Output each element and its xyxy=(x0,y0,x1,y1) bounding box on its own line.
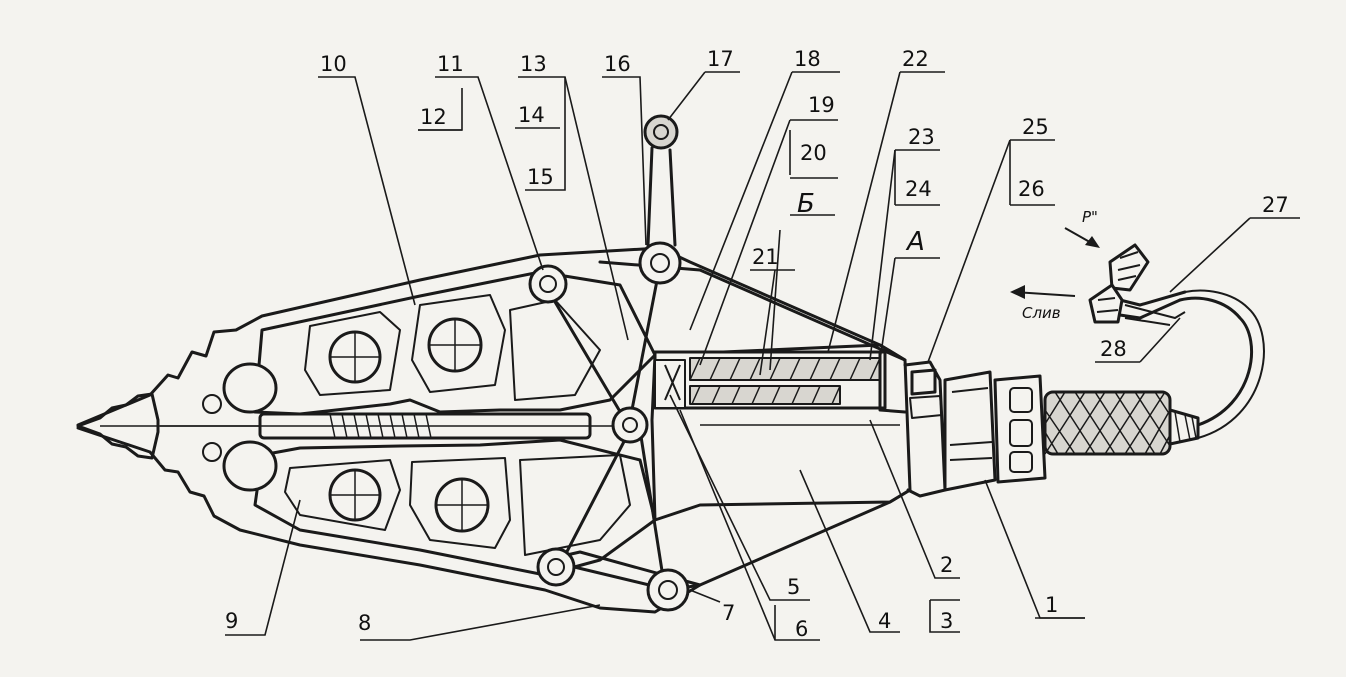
cap-fitting xyxy=(910,368,937,396)
lower-link xyxy=(558,428,632,567)
label-9: 9 xyxy=(225,609,238,633)
upper-link-2 xyxy=(628,263,662,422)
label-15: 15 xyxy=(527,165,554,189)
jaw-lower-hole xyxy=(202,442,222,462)
label-17: 17 xyxy=(707,47,734,71)
hatch-top xyxy=(689,357,881,381)
lower-arm-rib-2 xyxy=(409,457,511,549)
spreader-body xyxy=(76,241,912,614)
grip-end xyxy=(1168,408,1200,446)
label-27: 27 xyxy=(1262,193,1289,217)
hose-inner xyxy=(1184,289,1265,439)
cylinder-housing xyxy=(650,343,912,522)
label-24: 24 xyxy=(905,177,932,201)
valve-unit xyxy=(943,370,1047,492)
piston-seal xyxy=(664,364,681,401)
hydraulic-cylinder xyxy=(650,343,947,522)
jaw-lower-boss xyxy=(222,440,278,492)
upper-arm-rib-3 xyxy=(509,299,601,401)
label-a: A xyxy=(905,227,925,257)
cap-insert xyxy=(909,395,943,419)
nut-flat-2 xyxy=(1009,419,1033,447)
label-16: 16 xyxy=(604,52,631,76)
upper-hole-1 xyxy=(328,330,382,384)
grip-spring xyxy=(1174,411,1197,443)
drain-arrow-head xyxy=(1010,285,1025,299)
label-11: 11 xyxy=(437,52,464,76)
hand-lever xyxy=(643,114,679,247)
lower-arm-rib-3 xyxy=(519,454,631,556)
label-5: 5 xyxy=(787,575,800,599)
lower-arm-rib-1 xyxy=(284,459,401,531)
label-6: 6 xyxy=(795,617,808,641)
cylinder-end-plug xyxy=(878,350,907,414)
lower-hole-1 xyxy=(328,468,382,522)
label-26: 26 xyxy=(1018,177,1045,201)
lower-hole-2 xyxy=(434,477,490,533)
pivot-upper-right xyxy=(638,241,682,285)
label-25: 25 xyxy=(1022,115,1049,139)
label-14: 14 xyxy=(518,103,545,127)
coupling-upper-lines xyxy=(1117,251,1141,281)
part-labels: 1 2 3 4 5 6 7 8 9 10 11 12 13 14 15 16 1… xyxy=(225,47,1289,641)
label-4: 4 xyxy=(878,609,891,633)
coupling-pipe xyxy=(1124,304,1186,326)
coupling-lower xyxy=(1088,283,1124,324)
pivot-center xyxy=(611,406,649,444)
label-22: 22 xyxy=(902,47,929,71)
label-19: 19 xyxy=(808,93,835,117)
handle-grip xyxy=(1043,390,1200,456)
label-13: 13 xyxy=(520,52,547,76)
label-1: 1 xyxy=(1045,593,1058,617)
label-underlines xyxy=(418,129,1085,619)
lever-rod xyxy=(646,146,677,247)
hose-assembly xyxy=(1088,243,1265,439)
label-3: 3 xyxy=(940,609,953,633)
hatch-bottom xyxy=(691,385,841,405)
leader-lines xyxy=(225,71,1300,641)
label-drain: Слив xyxy=(1022,304,1061,322)
lever-knob xyxy=(643,114,679,150)
label-12: 12 xyxy=(420,105,447,129)
pivot-lower-left xyxy=(536,547,576,587)
label-2: 2 xyxy=(940,553,953,577)
label-10: 10 xyxy=(320,52,347,76)
cylinder-cap xyxy=(903,360,947,498)
upper-arm-rib-2 xyxy=(411,294,506,393)
label-7: 7 xyxy=(722,601,735,625)
label-23: 23 xyxy=(908,125,935,149)
piston-head xyxy=(654,359,686,409)
coupling-lower-lines xyxy=(1096,297,1119,313)
label-pressure: P" xyxy=(1082,208,1098,226)
upper-hole-2 xyxy=(427,317,483,373)
valve-nut xyxy=(993,374,1047,484)
pivot-lower-right xyxy=(646,568,690,612)
nut-flat-1 xyxy=(1009,387,1033,413)
nut-flat-3 xyxy=(1009,451,1033,473)
valve-lines xyxy=(949,387,993,461)
jaw-upper-boss xyxy=(222,362,278,414)
label-28: 28 xyxy=(1100,337,1127,361)
jaw-upper-hole xyxy=(202,394,222,414)
label-8: 8 xyxy=(358,611,371,635)
pressure-arrow-head xyxy=(1085,236,1100,248)
label-21: 21 xyxy=(752,245,779,269)
knurled-grip xyxy=(1043,390,1172,456)
label-18: 18 xyxy=(794,47,821,71)
hose-outer xyxy=(1178,296,1253,427)
label-20: 20 xyxy=(800,141,827,165)
upper-link xyxy=(543,283,627,422)
piston-rod-hatched xyxy=(689,385,841,405)
flow-arrows xyxy=(1010,227,1100,299)
pivot-upper-left xyxy=(528,264,568,304)
lower-link-2 xyxy=(638,428,667,592)
grip-knurl xyxy=(1044,391,1171,455)
valve-body xyxy=(943,370,997,492)
upper-arm-rib-1 xyxy=(304,311,401,396)
label-b: Б xyxy=(797,189,815,219)
